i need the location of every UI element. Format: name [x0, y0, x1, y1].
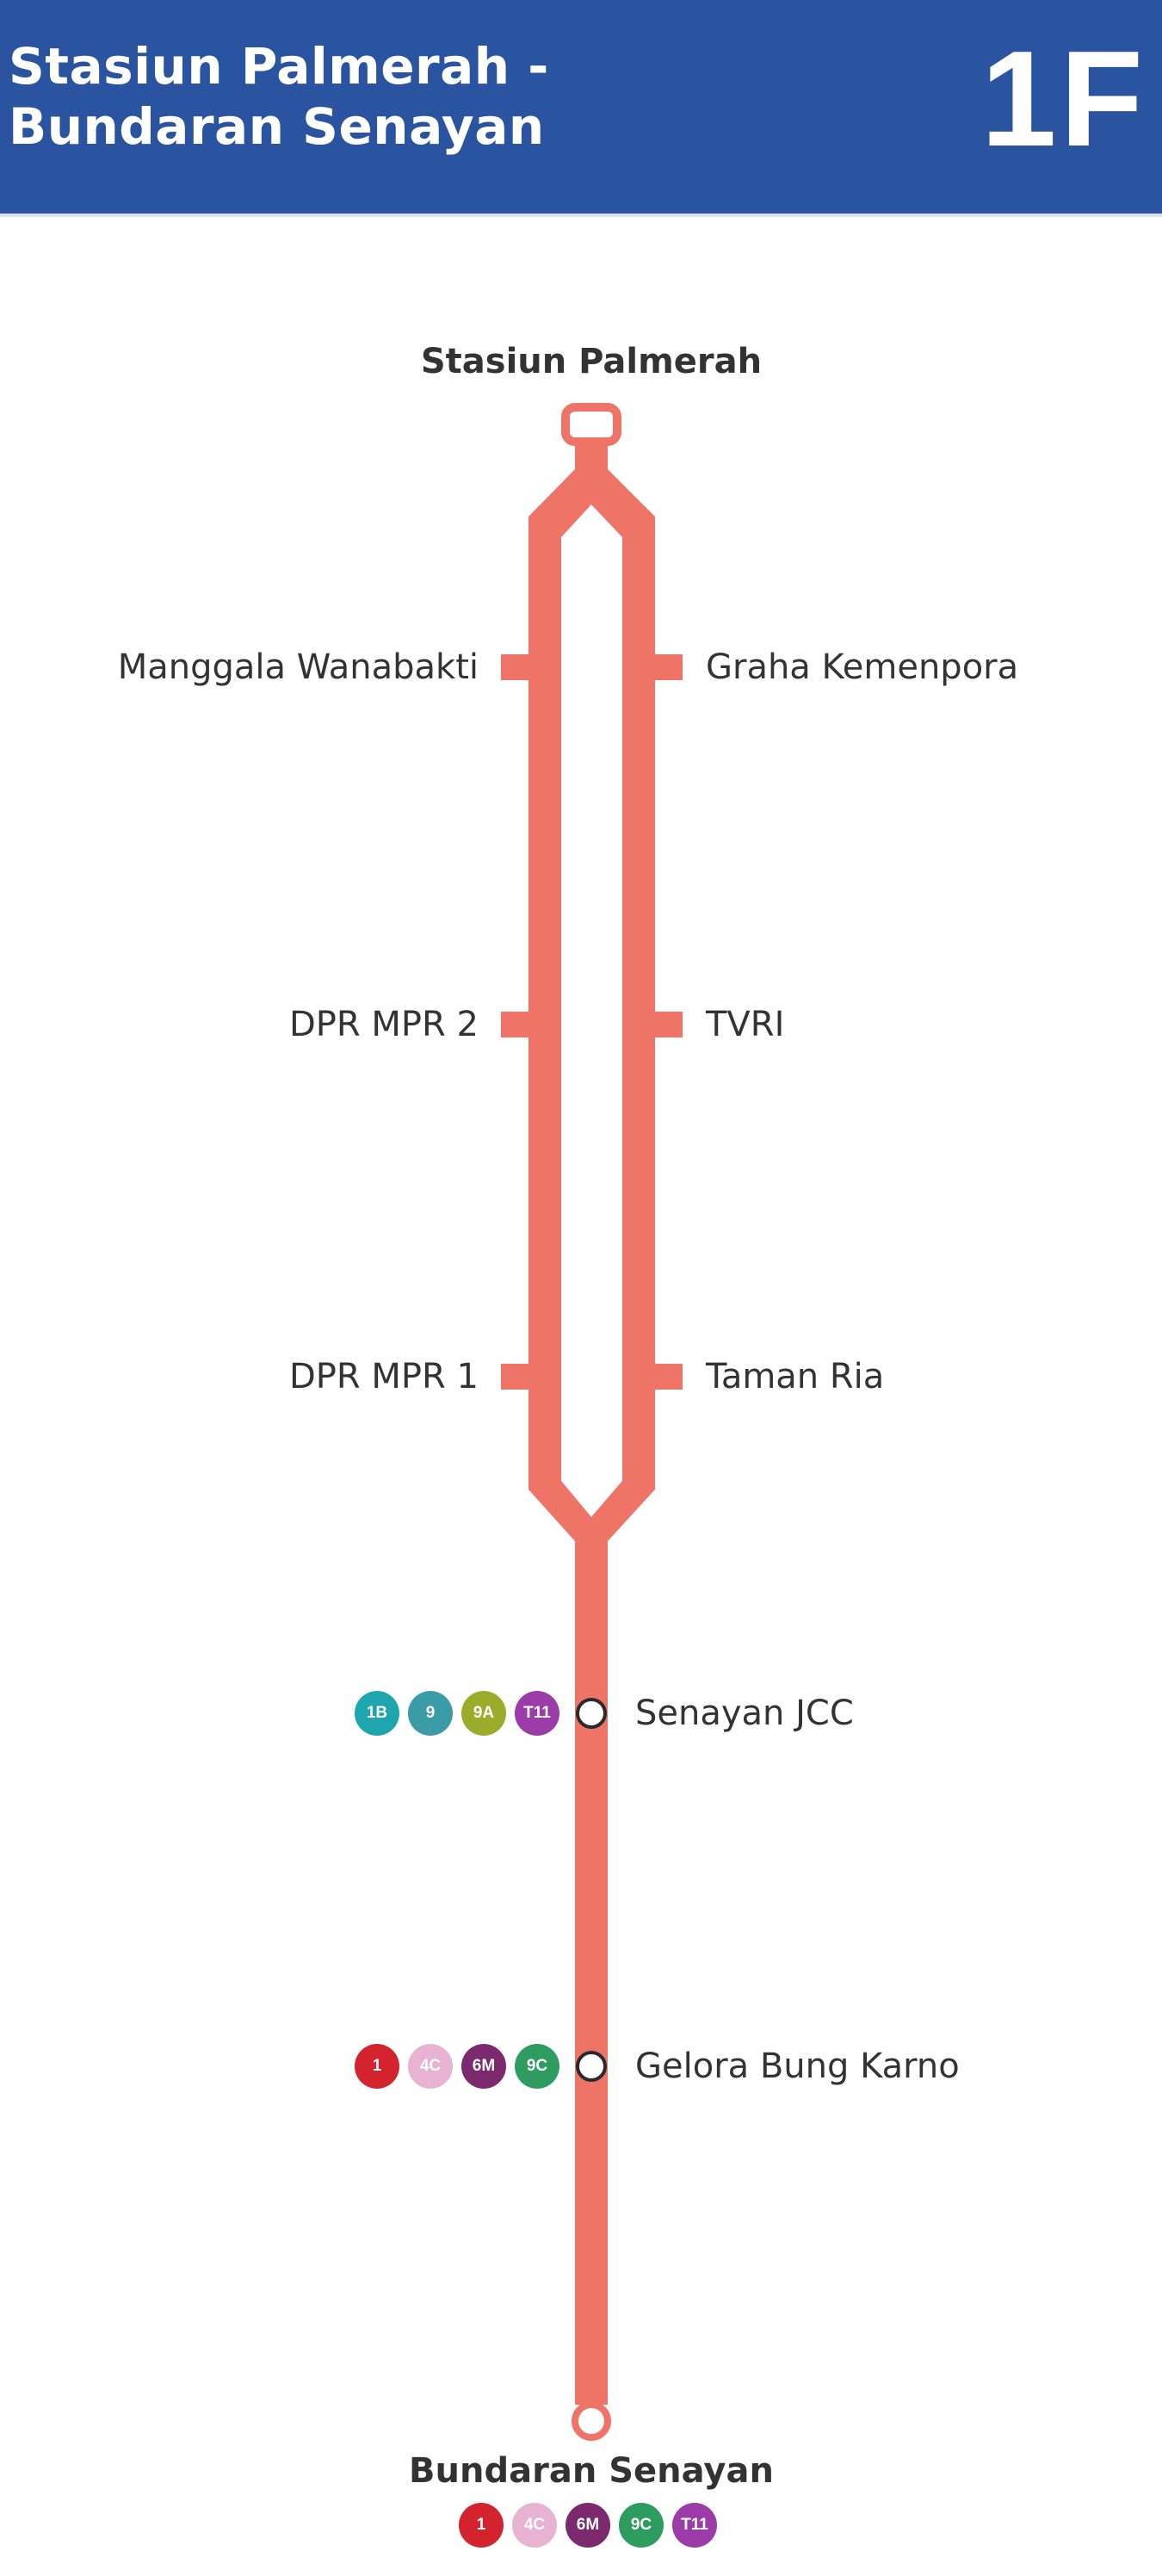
- terminal-node-start[interactable]: [561, 403, 621, 446]
- transfer-badge-4c[interactable]: 4C: [512, 2503, 557, 2548]
- station-label-tvri: TVRI: [706, 1005, 785, 1044]
- transfer-badge-9[interactable]: 9: [408, 1691, 453, 1736]
- transfer-badge-9c[interactable]: 9C: [515, 2044, 559, 2089]
- station-label-dpr-mpr-1: DPR MPR 1: [288, 1357, 479, 1396]
- station-tick-right: [648, 1364, 683, 1390]
- station-node-senayan-jcc[interactable]: [576, 1698, 607, 1729]
- transfer-badge-t11[interactable]: T11: [515, 1691, 559, 1736]
- station-tick-left: [501, 654, 535, 680]
- terminal-node-end[interactable]: [572, 2401, 611, 2441]
- transfer-badges-gelora-bung-karno: 1 4C 6M 9C: [355, 2044, 559, 2089]
- transfer-badges-senayan-jcc: 1B 9 9A T11: [355, 1691, 559, 1736]
- route-code-badge: 1F: [980, 23, 1147, 175]
- station-node-gelora-bung-karno[interactable]: [576, 2051, 607, 2082]
- transfer-badge-1[interactable]: 1: [459, 2503, 504, 2548]
- transfer-badge-t11[interactable]: T11: [672, 2503, 717, 2548]
- transfer-badge-6m[interactable]: 6M: [566, 2503, 610, 2548]
- route-branch-left: [528, 542, 561, 1477]
- route-header: Stasiun Palmerah - Bundaran Senayan 1F: [0, 0, 1162, 217]
- transfer-badge-9c[interactable]: 9C: [619, 2503, 664, 2548]
- transfer-badge-4c[interactable]: 4C: [408, 2044, 453, 2089]
- station-label-senayan-jcc: Senayan JCC: [635, 1694, 854, 1733]
- transfer-badge-1[interactable]: 1: [355, 2044, 399, 2089]
- station-label-start: Stasiun Palmerah: [420, 342, 763, 381]
- route-branch-right: [622, 542, 655, 1477]
- transfer-badge-1b[interactable]: 1B: [355, 1691, 399, 1736]
- route-merge-bottom: [528, 1472, 655, 1541]
- route-title: Stasiun Palmerah - Bundaran Senayan: [9, 37, 549, 156]
- station-tick-right: [648, 654, 683, 680]
- route-fork-top: [528, 469, 655, 551]
- station-tick-left: [501, 1012, 535, 1037]
- station-tick-right: [648, 1012, 683, 1037]
- transfer-badge-6m[interactable]: 6M: [461, 2044, 506, 2089]
- transfer-badges-bundaran-senayan: 1 4C 6M 9C T11: [459, 2503, 717, 2548]
- station-label-gelora-bung-karno: Gelora Bung Karno: [635, 2047, 960, 2086]
- station-label-manggala-wanabakti: Manggala Wanabakti: [117, 647, 479, 687]
- station-label-graha-kemenpora: Graha Kemenpora: [706, 647, 1019, 687]
- station-tick-left: [501, 1364, 535, 1390]
- station-label-dpr-mpr-2: DPR MPR 2: [288, 1005, 479, 1044]
- station-label-end: Bundaran Senayan: [409, 2451, 774, 2491]
- station-label-taman-ria: Taman Ria: [706, 1357, 885, 1396]
- route-line-trunk: [575, 1537, 608, 2405]
- transfer-badge-9a[interactable]: 9A: [461, 1691, 506, 1736]
